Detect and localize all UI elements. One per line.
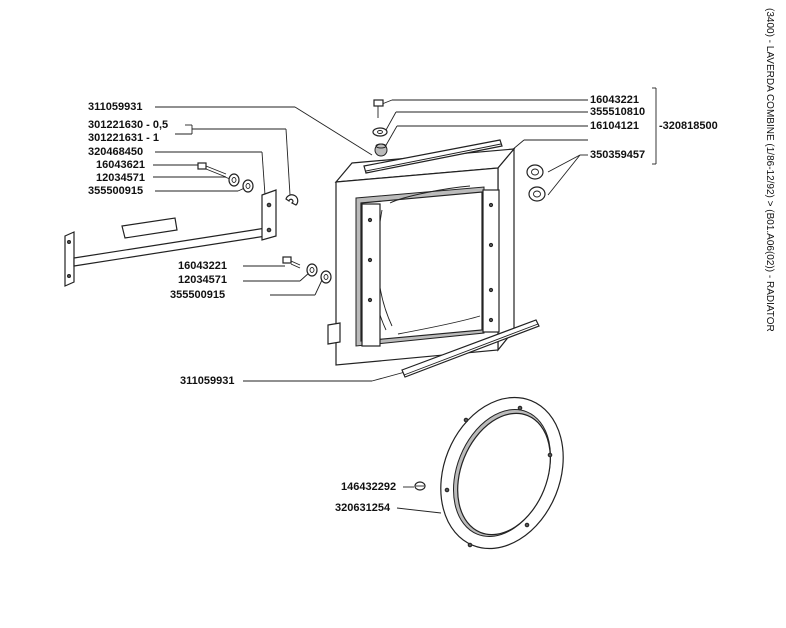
- label-311059931-top: 311059931: [88, 101, 143, 113]
- bottom-bar-311059931: [401, 319, 540, 378]
- label-301221630-code: 301221630: [88, 119, 144, 131]
- screw-146432292: [414, 481, 426, 491]
- label-16043221-mid: 16043221: [178, 260, 227, 272]
- support-rod-assembly: [64, 189, 299, 287]
- label-301221630-suffix: - 0,5: [146, 119, 169, 131]
- top-fasteners: [372, 99, 388, 157]
- label-320631254: 320631254: [335, 502, 391, 514]
- label-350359457: 350359457: [590, 149, 646, 161]
- label-320468450: 320468450: [88, 146, 144, 158]
- label-12034571-b: 12034571: [178, 274, 227, 286]
- label-16043621: 16043621: [96, 159, 145, 171]
- label-146432292: 146432292: [341, 481, 397, 493]
- label-320818500: -320818500: [659, 120, 718, 132]
- label-301221631-suffix: - 1: [146, 132, 159, 144]
- label-301221631: 301221631 - 1: [88, 132, 159, 144]
- label-355500915-a: 355500915: [88, 185, 144, 197]
- upper-left-fasteners: [197, 162, 254, 193]
- radiator-frame: [327, 147, 516, 366]
- label-16104121: 16104121: [590, 120, 639, 132]
- middle-left-fasteners: [282, 256, 332, 284]
- label-355510810: 355510810: [590, 106, 646, 118]
- nuts-350359457: [526, 164, 546, 202]
- label-355500915-b: 355500915: [170, 289, 226, 301]
- label-301221630: 301221630 - 0,5: [88, 119, 168, 131]
- page-title: (3400) - LAVERDA COMBINE (1/86-12/92) > …: [764, 8, 775, 332]
- label-311059931-bottom: 311059931: [180, 375, 235, 387]
- label-16043221-top: 16043221: [590, 94, 639, 106]
- leader-lines: [153, 99, 588, 514]
- shroud-ring-320631254: [440, 396, 564, 550]
- top-bar-311059931: [363, 139, 503, 174]
- label-12034571-a: 12034571: [96, 172, 145, 184]
- group-bracket-320818500: [652, 87, 657, 165]
- label-301221631-code: 301221631: [88, 132, 144, 144]
